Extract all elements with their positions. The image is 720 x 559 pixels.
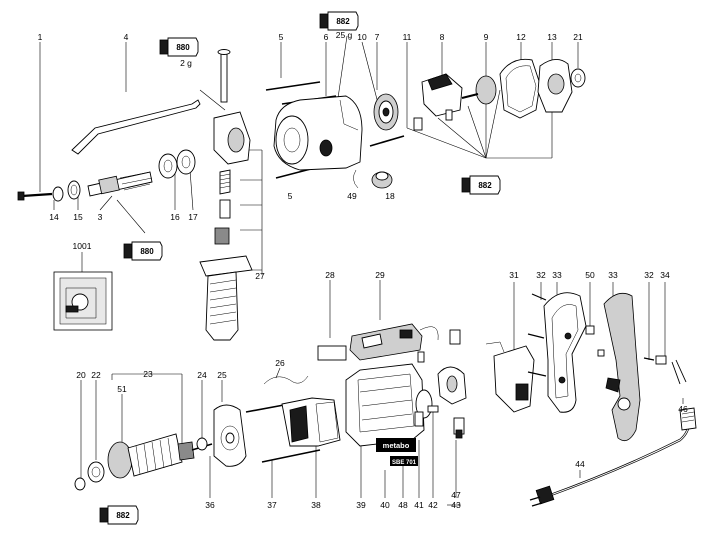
callout-46: 46 bbox=[678, 404, 688, 414]
grease-amount: 2 g bbox=[180, 58, 192, 68]
callout-41: 41 bbox=[414, 500, 424, 510]
part-rod bbox=[71, 99, 201, 155]
callout-14: 14 bbox=[49, 212, 59, 222]
callout-34: 34 bbox=[660, 270, 670, 280]
rating-plate-part bbox=[317, 345, 347, 361]
callout-36: 36 bbox=[205, 500, 215, 510]
callout-5b: 5 bbox=[288, 191, 293, 201]
callout-21: 21 bbox=[573, 32, 583, 42]
callout-1: 1 bbox=[38, 32, 43, 42]
callout-1001: 1001 bbox=[73, 241, 92, 251]
callout-40: 40 bbox=[380, 500, 390, 510]
callout-23: 23 bbox=[143, 369, 153, 379]
gear-knob bbox=[353, 169, 393, 189]
grease-tube-880-top: 880 2 g bbox=[159, 37, 199, 68]
callout-6: 6 bbox=[324, 32, 329, 42]
grease-tube-882-right: 882 bbox=[461, 175, 501, 195]
electronics-module bbox=[485, 341, 535, 413]
gear bbox=[373, 93, 399, 131]
callout-11: 11 bbox=[403, 32, 412, 42]
gearbox-cover bbox=[499, 58, 586, 119]
motor-bearing-plate bbox=[196, 404, 247, 467]
callout-12: 12 bbox=[516, 32, 526, 42]
callout-24: 24 bbox=[197, 370, 207, 380]
callout-32: 32 bbox=[536, 270, 546, 280]
type-plate-text: SBE 701 bbox=[392, 460, 417, 466]
tube-label: 880 bbox=[176, 43, 190, 52]
switch-assembly bbox=[349, 323, 461, 363]
motor-housing bbox=[345, 363, 433, 447]
callout-15: 15 bbox=[73, 212, 83, 222]
callout-8: 8 bbox=[440, 32, 445, 42]
callout-42: 42 bbox=[428, 500, 438, 510]
callout-27: 27 bbox=[255, 271, 265, 281]
callout-22: 22 bbox=[91, 370, 101, 380]
gear-housing bbox=[273, 95, 363, 171]
callout-51: 51 bbox=[117, 384, 127, 394]
callout-26: 26 bbox=[275, 358, 285, 368]
callout-28: 28 bbox=[325, 270, 335, 280]
callout-33b: 33 bbox=[608, 270, 618, 280]
callout-47: 47 bbox=[451, 490, 461, 500]
callout-4: 4 bbox=[124, 32, 129, 42]
callout-38: 38 bbox=[311, 500, 321, 510]
callout-numbers: 1 4 5 6 7 8 9 10 11 12 13 21 14 15 3 16 … bbox=[38, 32, 688, 510]
callout-50: 50 bbox=[585, 270, 595, 280]
callout-3: 3 bbox=[98, 212, 103, 222]
callout-44: 44 bbox=[575, 459, 585, 469]
handle-shell-right bbox=[603, 292, 641, 442]
callout-43: 43 bbox=[451, 500, 461, 510]
tube-label: 882 bbox=[336, 17, 350, 26]
logo-plate: metabo bbox=[376, 438, 416, 452]
callout-33: 33 bbox=[552, 270, 562, 280]
callout-18: 18 bbox=[385, 191, 395, 201]
stator bbox=[281, 397, 341, 447]
type-plate: SBE 701 bbox=[390, 456, 418, 466]
callout-39: 39 bbox=[356, 500, 366, 510]
spindle-assembly bbox=[17, 149, 196, 202]
pinion bbox=[461, 75, 497, 105]
logo-text: metabo bbox=[383, 441, 410, 450]
callout-37: 37 bbox=[267, 500, 277, 510]
tube-label: 882 bbox=[478, 181, 492, 190]
power-cable bbox=[529, 355, 697, 507]
leader-lines bbox=[39, 35, 684, 506]
grease-amount: 25 g bbox=[336, 30, 353, 40]
handle-shell-left bbox=[527, 292, 605, 413]
gear-shift-housing bbox=[413, 73, 463, 131]
callout-13: 13 bbox=[547, 32, 557, 42]
callout-17: 17 bbox=[188, 212, 198, 222]
callout-49: 49 bbox=[347, 191, 357, 201]
grease-tube-882-bottom: 882 bbox=[99, 505, 139, 525]
callout-7: 7 bbox=[375, 32, 380, 42]
callout-9: 9 bbox=[484, 32, 489, 42]
armature bbox=[74, 433, 213, 491]
callout-48: 48 bbox=[398, 500, 408, 510]
brush-holders bbox=[414, 366, 467, 439]
callout-16: 16 bbox=[170, 212, 180, 222]
grease-tube-880-left: 880 bbox=[123, 241, 163, 261]
callout-29: 29 bbox=[375, 270, 385, 280]
accessory-inset bbox=[53, 271, 113, 331]
tube-label: 880 bbox=[140, 247, 154, 256]
callout-31: 31 bbox=[509, 270, 519, 280]
callout-10: 10 bbox=[357, 32, 367, 42]
callout-32b: 32 bbox=[644, 270, 654, 280]
tube-label: 882 bbox=[116, 511, 130, 520]
callout-5: 5 bbox=[279, 32, 284, 42]
grease-tube-882-top: 882 25 g bbox=[319, 11, 359, 40]
callout-20: 20 bbox=[76, 370, 86, 380]
callout-25: 25 bbox=[217, 370, 227, 380]
side-handle-assembly bbox=[199, 49, 253, 341]
